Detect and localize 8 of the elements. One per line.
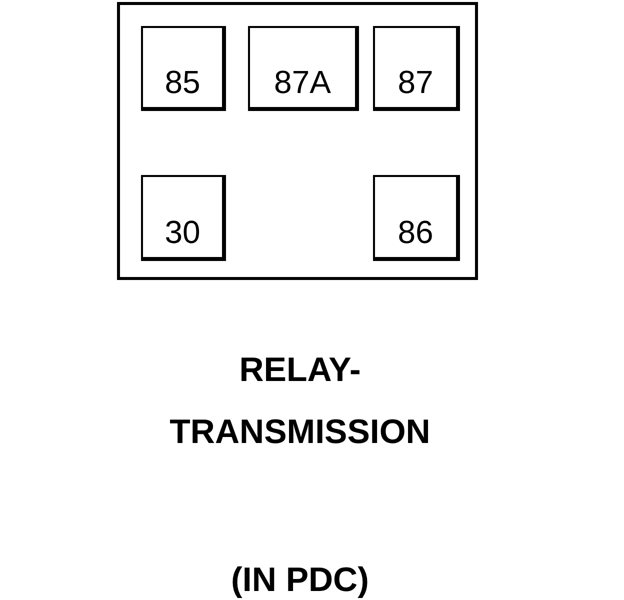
terminal-box: 87 xyxy=(373,26,460,111)
terminal-box: 87A xyxy=(248,26,359,111)
relay-caption: RELAY- TRANSMISSION xyxy=(168,350,432,453)
terminal-box: 30 xyxy=(141,175,226,261)
terminal-box: 86 xyxy=(373,175,460,261)
relay-caption: (IN PDC) xyxy=(230,560,370,600)
relay-outline xyxy=(117,2,478,280)
terminal-box: 85 xyxy=(141,26,226,111)
